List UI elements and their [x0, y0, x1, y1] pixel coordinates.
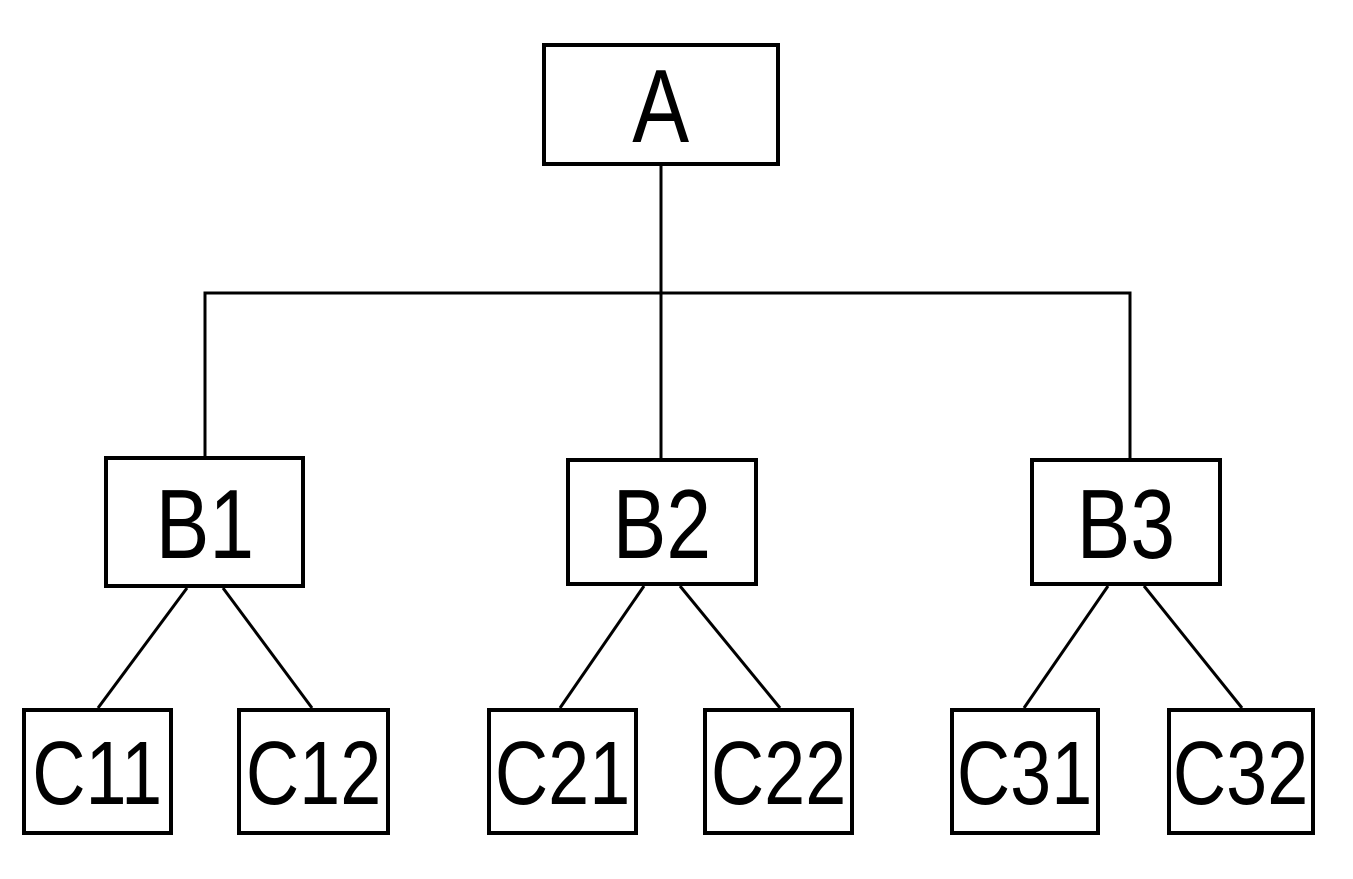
node-A: A	[542, 43, 780, 166]
node-C11: C11	[22, 708, 173, 835]
node-B3-label: B3	[1076, 469, 1176, 579]
node-B2: B2	[566, 458, 758, 586]
node-C21-label: C21	[494, 723, 631, 824]
node-B2-label: B2	[612, 469, 712, 579]
node-C31: C31	[950, 708, 1100, 835]
node-C32-label: C32	[1173, 723, 1309, 824]
node-C31-label: C31	[957, 723, 1093, 824]
node-C22: C22	[703, 708, 854, 835]
node-C21: C21	[487, 708, 638, 835]
node-C12-label: C12	[245, 723, 382, 824]
node-B3: B3	[1030, 458, 1222, 586]
node-C12: C12	[237, 708, 390, 835]
edge-B1-C12	[221, 587, 314, 709]
edge-B2-C22	[678, 585, 782, 709]
edge-B2-C21	[558, 585, 646, 709]
edge-B3-C32	[1142, 585, 1244, 709]
node-B1-label: B1	[155, 469, 254, 579]
node-A-label: A	[632, 48, 690, 165]
edge-B1-C11	[96, 587, 189, 709]
edge-B3-C31	[1022, 585, 1110, 709]
node-C22-label: C22	[710, 723, 847, 824]
node-C32: C32	[1167, 708, 1315, 835]
node-C11-label: C11	[32, 723, 163, 824]
node-B1: B1	[104, 456, 305, 588]
